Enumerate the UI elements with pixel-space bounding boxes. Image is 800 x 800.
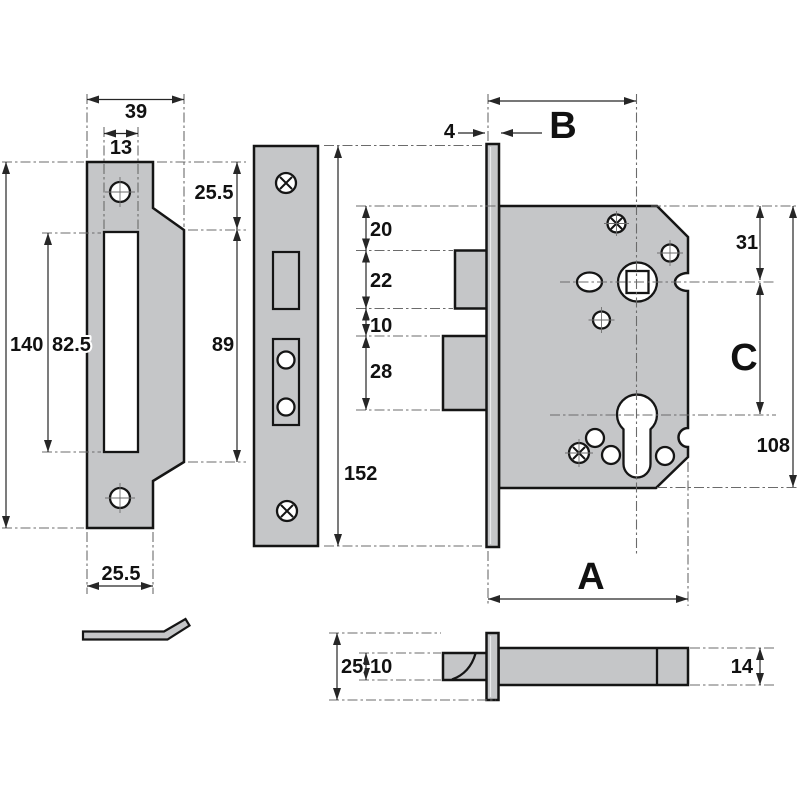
forend-screw-bottom <box>275 499 299 523</box>
dim-backset-label: B <box>549 105 576 147</box>
extension-centerlines <box>2 94 798 701</box>
lock-case-front-view <box>441 142 690 549</box>
lock-side-view <box>441 631 690 702</box>
forend-front-view <box>252 144 320 548</box>
case-small-hole-c <box>654 445 676 467</box>
lock-faceplate <box>485 142 501 549</box>
strike-screw-hole-bottom <box>105 483 135 513</box>
case-small-hole-a <box>584 427 606 449</box>
deadbolt <box>441 334 489 412</box>
dim-strike-lip-height-value: 89 <box>212 334 234 356</box>
strike-plate-side-view <box>81 617 192 641</box>
dim-centres-label: C <box>730 337 757 379</box>
dim-latch-gap-value: 10 <box>370 315 392 337</box>
dim-strike-slot-width-value: 13 <box>110 137 132 159</box>
dim-case-depth-label: A <box>577 556 604 598</box>
dim-side-case-thickness-value: 14 <box>731 656 754 678</box>
case-screw-top <box>604 211 629 236</box>
case-fixing-hole-upper-right <box>657 240 683 266</box>
dim-strike-top-height-value: 25.5 <box>195 182 234 204</box>
dim-latch-height-value: 22 <box>370 270 392 292</box>
side-latch-bevel-curve <box>451 653 477 681</box>
dimension-lines <box>2 95 797 700</box>
dim-side-forend-width-value: 25 <box>341 656 363 678</box>
strike-side-profile <box>81 617 192 641</box>
forend-hole-upper <box>276 350 296 370</box>
dim-side-latch-thickness-value: 10 <box>370 656 392 678</box>
dim-strike-width-value: 39 <box>125 101 147 123</box>
strike-slot <box>102 230 140 454</box>
case-screw-lower-left <box>565 439 593 467</box>
dim-strike-height-value: 140 <box>10 334 43 356</box>
dim-latch-top-offset-value: 20 <box>370 219 392 241</box>
case-fixing-hole-middle <box>588 307 615 333</box>
side-lock-case <box>497 646 690 687</box>
strike-screw-hole-top <box>105 177 135 207</box>
dim-strike-slot-height-value: 82.5 <box>52 334 91 356</box>
dim-forend-height-value: 152 <box>344 463 377 485</box>
dim-faceplate-thickness-value: 4 <box>444 121 456 143</box>
dimension-labels: 39 13 25.5 140 82.5 89 25.5 152 20 22 10… <box>8 99 792 680</box>
strike-plate-front-view <box>85 160 186 530</box>
dim-strike-plate-width-value: 25.5 <box>102 563 141 585</box>
dim-spindle-offset-value: 31 <box>736 232 758 254</box>
forend-plate <box>252 144 320 548</box>
forend-hole-lower <box>276 397 296 417</box>
dim-deadbolt-height-value: 28 <box>370 361 392 383</box>
forend-screw-top <box>274 171 298 195</box>
case-small-hole-b <box>600 444 622 466</box>
latch-bolt <box>453 249 489 310</box>
dim-case-height-value: 108 <box>757 435 790 457</box>
forend-latch-opening <box>271 250 301 311</box>
side-latch-bolt <box>441 651 489 682</box>
side-lock-faceplate <box>485 631 500 702</box>
